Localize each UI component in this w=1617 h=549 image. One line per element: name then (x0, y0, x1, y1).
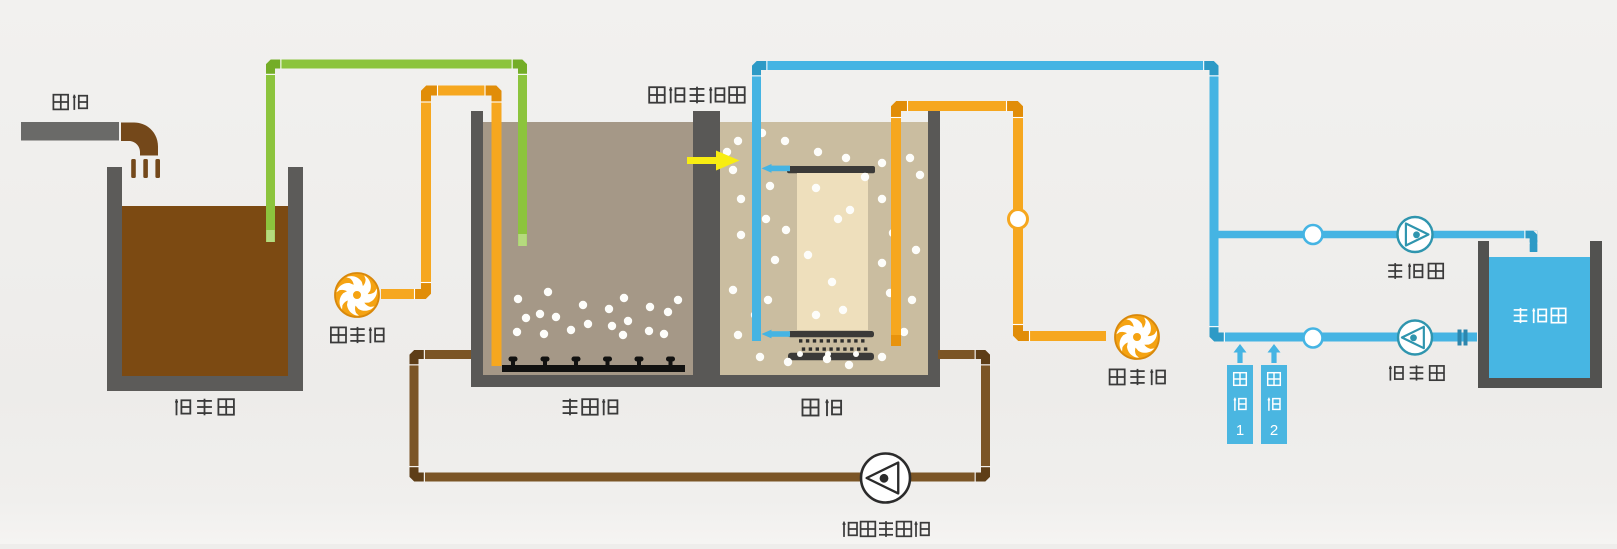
svg-text:2: 2 (1270, 422, 1278, 439)
svg-text:1: 1 (1236, 422, 1244, 439)
